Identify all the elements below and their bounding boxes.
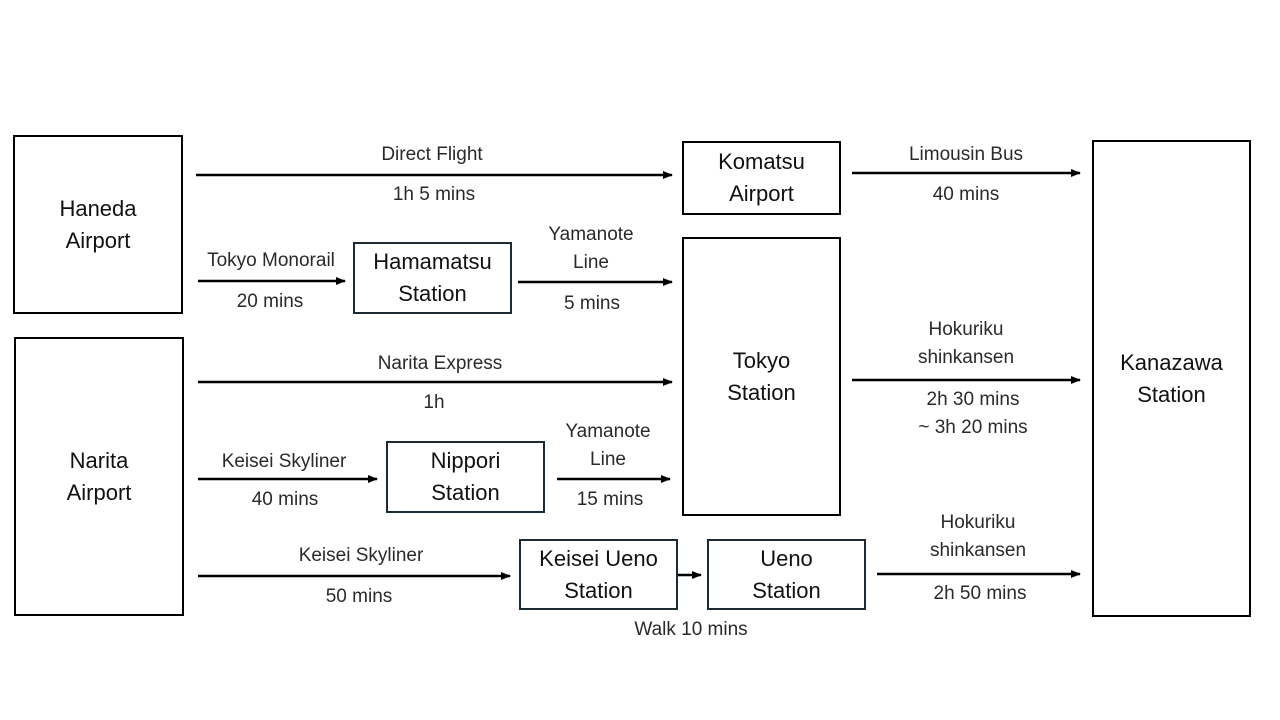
label-tokyo-monorail-time: 20 mins [236,291,304,312]
label-narita-express-time: 1h [423,392,445,413]
label-hokuriku-tokyo-name: Hokuriku shinkansen [917,319,1015,368]
node-keisei-ueno-station: Keisei Ueno Station [519,539,678,610]
label-narita-express-name: Narita Express [377,353,503,374]
node-nippori-station: Nippori Station [386,441,545,513]
node-tokyo-station-label: Tokyo Station [727,347,796,405]
label-keisei-skyliner-ueno-time: 50 mins [325,586,393,607]
label-limousin-bus-time: 40 mins [932,184,1000,205]
node-hamamatsu-station-label: Hamamatsu Station [373,249,492,306]
node-keisei-ueno-station-label: Keisei Ueno Station [539,545,658,603]
label-yamanote-nippori-name: Yamanote Line [565,421,651,470]
node-ueno-station: Ueno Station [707,539,866,610]
label-yamanote-hamamatsu-time: 5 mins [564,293,620,314]
label-direct-flight-time: 1h 5 mins [392,184,476,205]
node-komatsu-airport: Komatsu Airport [682,141,841,215]
node-kanazawa-station: Kanazawa Station [1092,140,1251,617]
label-keisei-skyliner-ueno-name: Keisei Skyliner [298,545,424,566]
label-hokuriku-ueno-name: Hokuriku shinkansen [929,512,1027,561]
label-hokuriku-ueno-time: 2h 50 mins [933,583,1027,604]
label-tokyo-monorail-name: Tokyo Monorail [207,250,335,271]
node-hamamatsu-station: Hamamatsu Station [353,242,512,314]
label-yamanote-hamamatsu-name: Yamanote Line [548,224,634,273]
label-keisei-skyliner-nippori-time: 40 mins [251,489,319,510]
node-tokyo-station: Tokyo Station [682,237,841,516]
label-hokuriku-tokyo-time: 2h 30 mins ~ 3h 20 mins [918,389,1028,438]
node-haneda-airport-label: Haneda Airport [59,195,137,253]
node-nippori-station-label: Nippori Station [430,448,501,505]
label-direct-flight-name: Direct Flight [381,144,483,165]
node-haneda-airport: Haneda Airport [13,135,183,314]
label-limousin-bus-name: Limousin Bus [908,144,1024,165]
label-yamanote-nippori-time: 15 mins [576,489,644,510]
label-walk: Walk 10 mins [634,619,748,640]
node-narita-airport: Narita Airport [14,337,184,616]
node-narita-airport-label: Narita Airport [66,447,132,505]
node-ueno-station-label: Ueno Station [752,545,821,603]
node-kanazawa-station-label: Kanazawa Station [1120,349,1223,407]
label-keisei-skyliner-nippori-name: Keisei Skyliner [221,451,347,472]
node-komatsu-airport-label: Komatsu Airport [718,149,805,206]
